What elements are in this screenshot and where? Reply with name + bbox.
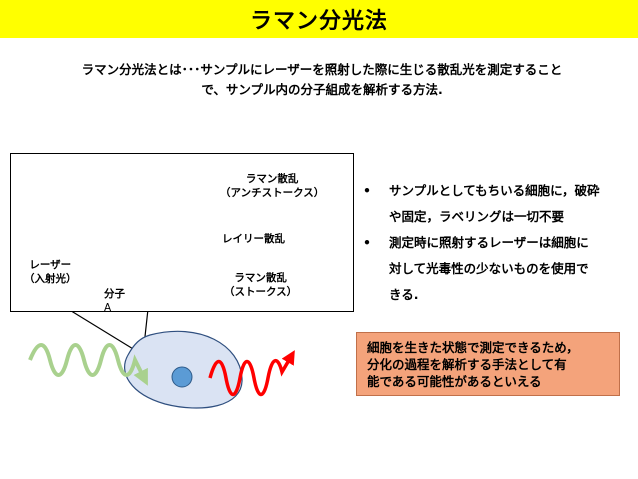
definition-line-2: で、サンプル内の分子組成を解析する方法.	[201, 82, 443, 97]
stokes-label: ラマン散乱 （ストークス）	[224, 271, 297, 299]
molecule-label: 分子 A	[104, 287, 125, 315]
stokes-label-line-1: ラマン散乱	[234, 272, 287, 284]
bullet-line: 対して光毒性の少ないものを使用で	[389, 261, 589, 276]
callout-line-3: 能である可能性があるといえる	[367, 374, 542, 389]
stokes-label-line-2: （ストークス）	[224, 286, 298, 298]
molecule-label-line-1: 分子	[104, 288, 125, 300]
anti-stokes-label-line-2: （アンチストークス）	[220, 187, 325, 199]
bullet-line: 測定時に照射するレーザーは細胞に	[389, 235, 589, 250]
definition-line-1: ラマン分光法とは･･･サンプルにレーザーを照射した際に生じる散乱光を測定すること	[81, 62, 563, 77]
bullet-marker: •	[363, 183, 371, 198]
definition-text: ラマン分光法とは･･･サンプルにレーザーを照射した際に生じる散乱光を測定すること…	[22, 60, 622, 100]
bullet-line: きる.	[389, 287, 419, 302]
bullet-item: • サンプルとしてもちいる細胞に，破砕 や固定，ラベリングは一切不要	[363, 178, 633, 230]
callout-line-2: 分化の過程を解析する手法として有	[367, 357, 567, 372]
bullet-marker: •	[363, 235, 371, 250]
title-bar: ラマン分光法	[0, 0, 638, 38]
conclusion-callout: 細胞を生きた状態で測定できるため， 分化の過程を解析する手法として有 能である可…	[356, 332, 620, 396]
bullet-line: や固定，ラベリングは一切不要	[389, 209, 565, 224]
callout-line-1: 細胞を生きた状態で測定できるため，	[367, 340, 579, 355]
bullet-text: サンプルとしてもちいる細胞に，破砕 や固定，ラベリングは一切不要	[389, 178, 633, 230]
bullet-text: 測定時に照射するレーザーは細胞に 対して光毒性の少ないものを使用で きる.	[389, 230, 633, 308]
laser-label-line-2: （入射光）	[24, 273, 77, 285]
incident-light-wave-large	[28, 343, 148, 386]
molecule-label-line-2: A	[104, 302, 112, 314]
bullet-item: • 測定時に照射するレーザーは細胞に 対して光毒性の少ないものを使用で きる.	[363, 230, 633, 308]
laser-label: レーザー （入射光）	[24, 258, 77, 286]
scattered-light-wave-large	[208, 350, 295, 397]
laser-label-line-1: レーザー	[29, 259, 72, 271]
bullet-line: サンプルとしてもちいる細胞に，破砕	[389, 183, 600, 198]
rayleigh-label: レイリー散乱	[222, 233, 285, 245]
anti-stokes-label-line-1: ラマン散乱	[245, 173, 299, 185]
page-title: ラマン分光法	[249, 9, 388, 34]
inset-diagram-box	[10, 153, 354, 312]
bullet-list: • サンプルとしてもちいる細胞に，破砕 や固定，ラベリングは一切不要 • 測定時…	[363, 178, 633, 308]
cell-nucleus	[171, 366, 193, 388]
anti-stokes-label: ラマン散乱 （アンチストークス）	[220, 172, 324, 200]
